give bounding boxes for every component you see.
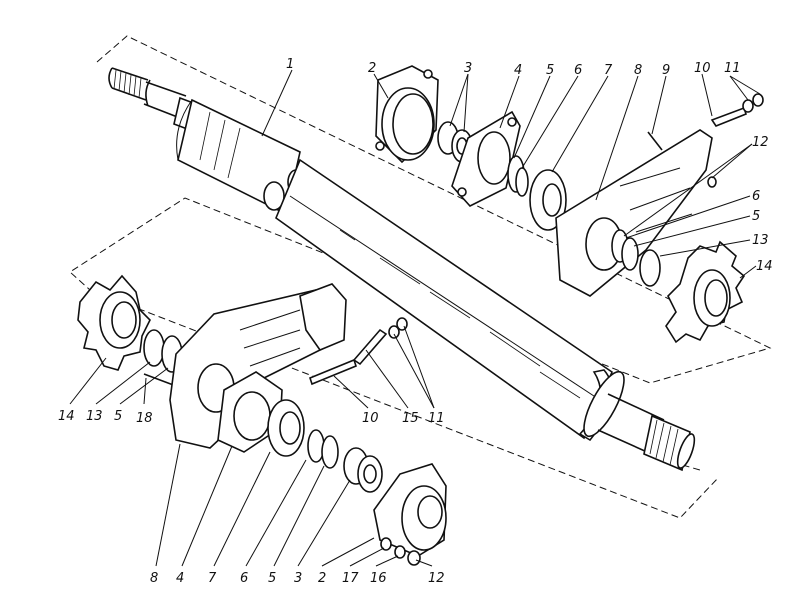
main-shaft <box>108 67 696 472</box>
bearing <box>529 169 567 231</box>
callout-upper-8: 8 <box>634 63 642 78</box>
callout-upper-2: 2 <box>368 61 376 76</box>
callout-upper-9: 9 <box>662 63 670 78</box>
callout-upper-14: 14 <box>756 259 773 274</box>
callout-upper-4: 4 <box>514 63 522 78</box>
callout-lower-13: 13 <box>86 409 103 424</box>
callout-labels: 1 2 3 4 5 6 7 8 9 10 11 12 6 5 13 14 14 … <box>58 57 773 586</box>
callout-lower-7: 7 <box>208 571 217 586</box>
callout-upper-5: 5 <box>546 63 554 78</box>
callout-lower-6: 6 <box>240 571 248 586</box>
leader-lines <box>69 69 761 567</box>
flange-housing <box>451 110 521 207</box>
callout-lower-3: 3 <box>294 571 302 586</box>
callout-lower-18: 18 <box>136 411 153 426</box>
callout-upper-10: 10 <box>694 61 711 76</box>
mounting-plate <box>555 129 713 297</box>
callout-lower-12: 12 <box>428 571 445 586</box>
callout-lower-17: 17 <box>342 571 359 586</box>
callout-upper-6b: 6 <box>752 189 760 204</box>
callout-lower-5: 5 <box>114 409 122 424</box>
sprocket-left <box>77 274 151 371</box>
callout-lower-11: 11 <box>428 411 445 426</box>
lower-left-assembly <box>77 274 447 566</box>
callout-lower-8: 8 <box>150 571 158 586</box>
upper-right-assembly <box>375 65 764 344</box>
callout-lower-16: 16 <box>370 571 387 586</box>
callout-lower-2: 2 <box>318 571 326 586</box>
callout-upper-6: 6 <box>574 63 582 78</box>
callout-lower-10: 10 <box>362 411 379 426</box>
callout-upper-5b: 5 <box>752 209 760 224</box>
callout-upper-7: 7 <box>604 63 613 78</box>
sprocket <box>665 240 746 344</box>
callout-upper-1: 1 <box>286 57 294 72</box>
callout-lower-4: 4 <box>176 571 184 586</box>
callout-upper-3: 3 <box>464 61 472 76</box>
callout-lower-5b: 5 <box>268 571 276 586</box>
callout-lower-15: 15 <box>402 411 419 426</box>
flange-housing-left <box>217 371 283 453</box>
bearing-cap-left <box>373 463 447 557</box>
callout-upper-12: 12 <box>752 135 769 150</box>
callout-lower-14: 14 <box>58 409 75 424</box>
callout-upper-13: 13 <box>752 233 769 248</box>
bearing-cap <box>375 65 439 164</box>
callout-upper-11: 11 <box>724 61 741 76</box>
